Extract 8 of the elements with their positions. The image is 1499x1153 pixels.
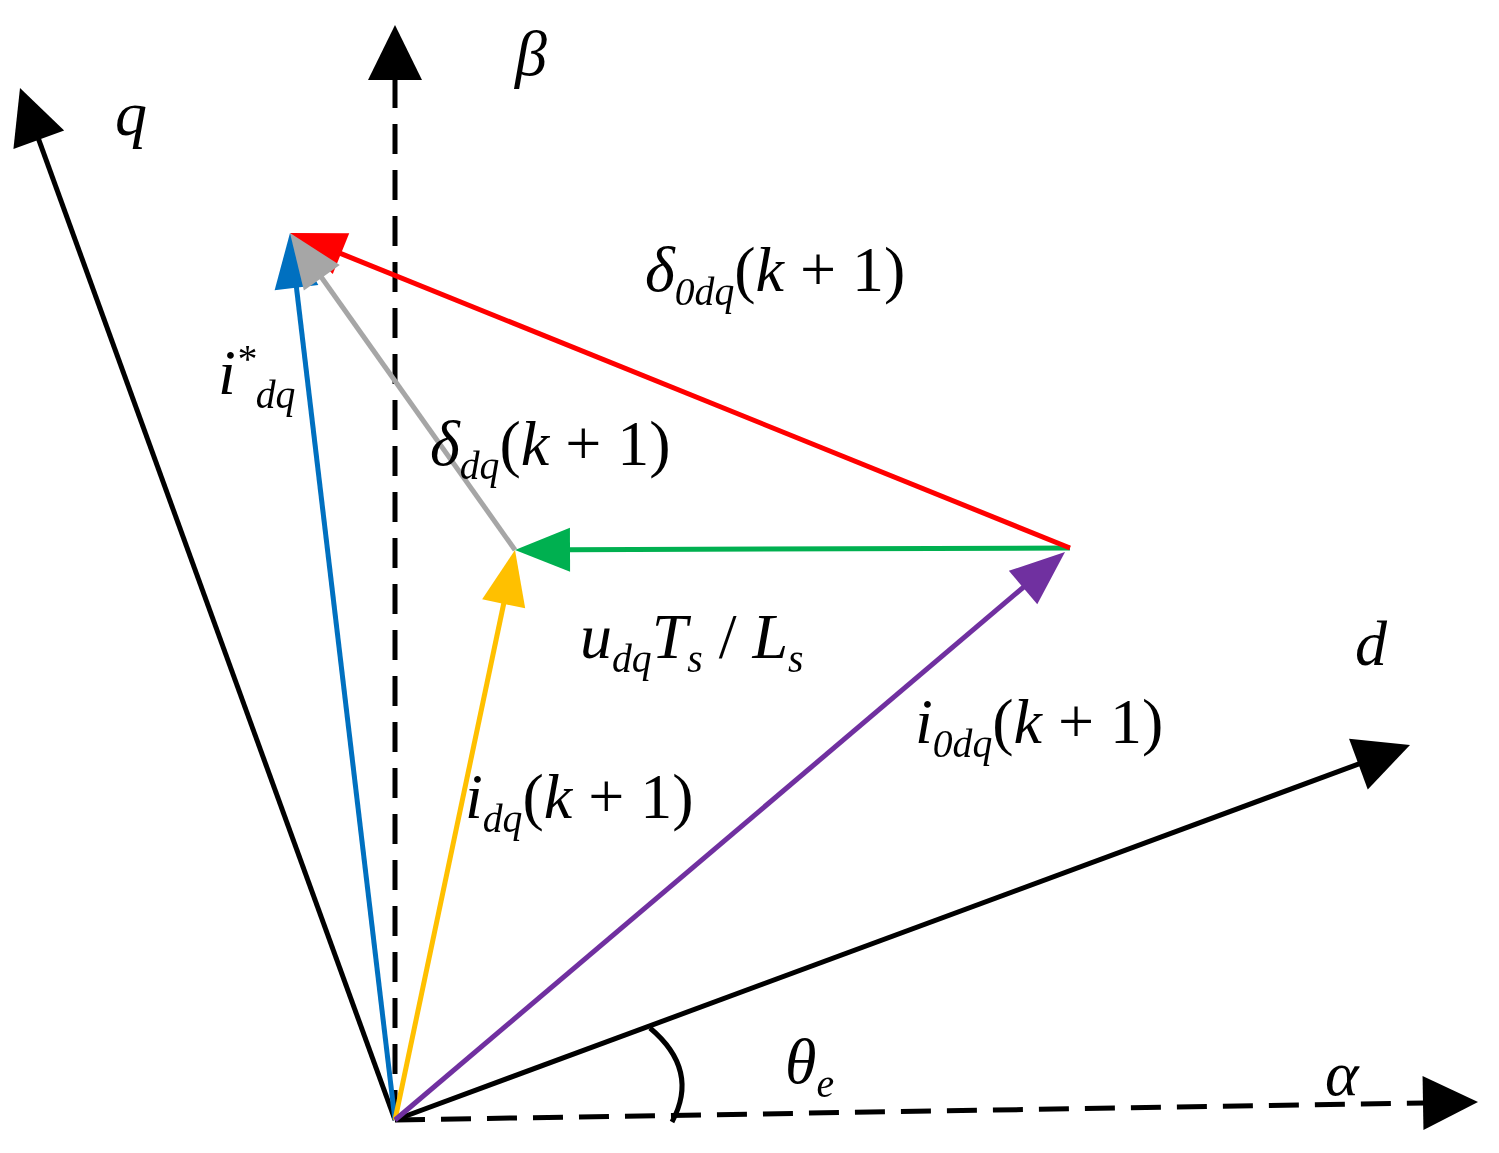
vector-label: u$_{dq}$T$_{s}$ / L$_{s}$: [580, 605, 804, 680]
vector-label: δ$_{dq}$(k + 1): [430, 412, 671, 487]
vector-label: i$_{dq}$(k + 1): [465, 765, 694, 840]
vector-label: θ$_{e}$: [785, 1030, 835, 1105]
vector-label: α: [1325, 1042, 1359, 1106]
vector-label: δ$_{0dq}$(k + 1): [645, 238, 906, 313]
vector-label: i$_{0dq}$(k + 1): [915, 690, 1164, 765]
vector-label: d: [1355, 612, 1387, 676]
